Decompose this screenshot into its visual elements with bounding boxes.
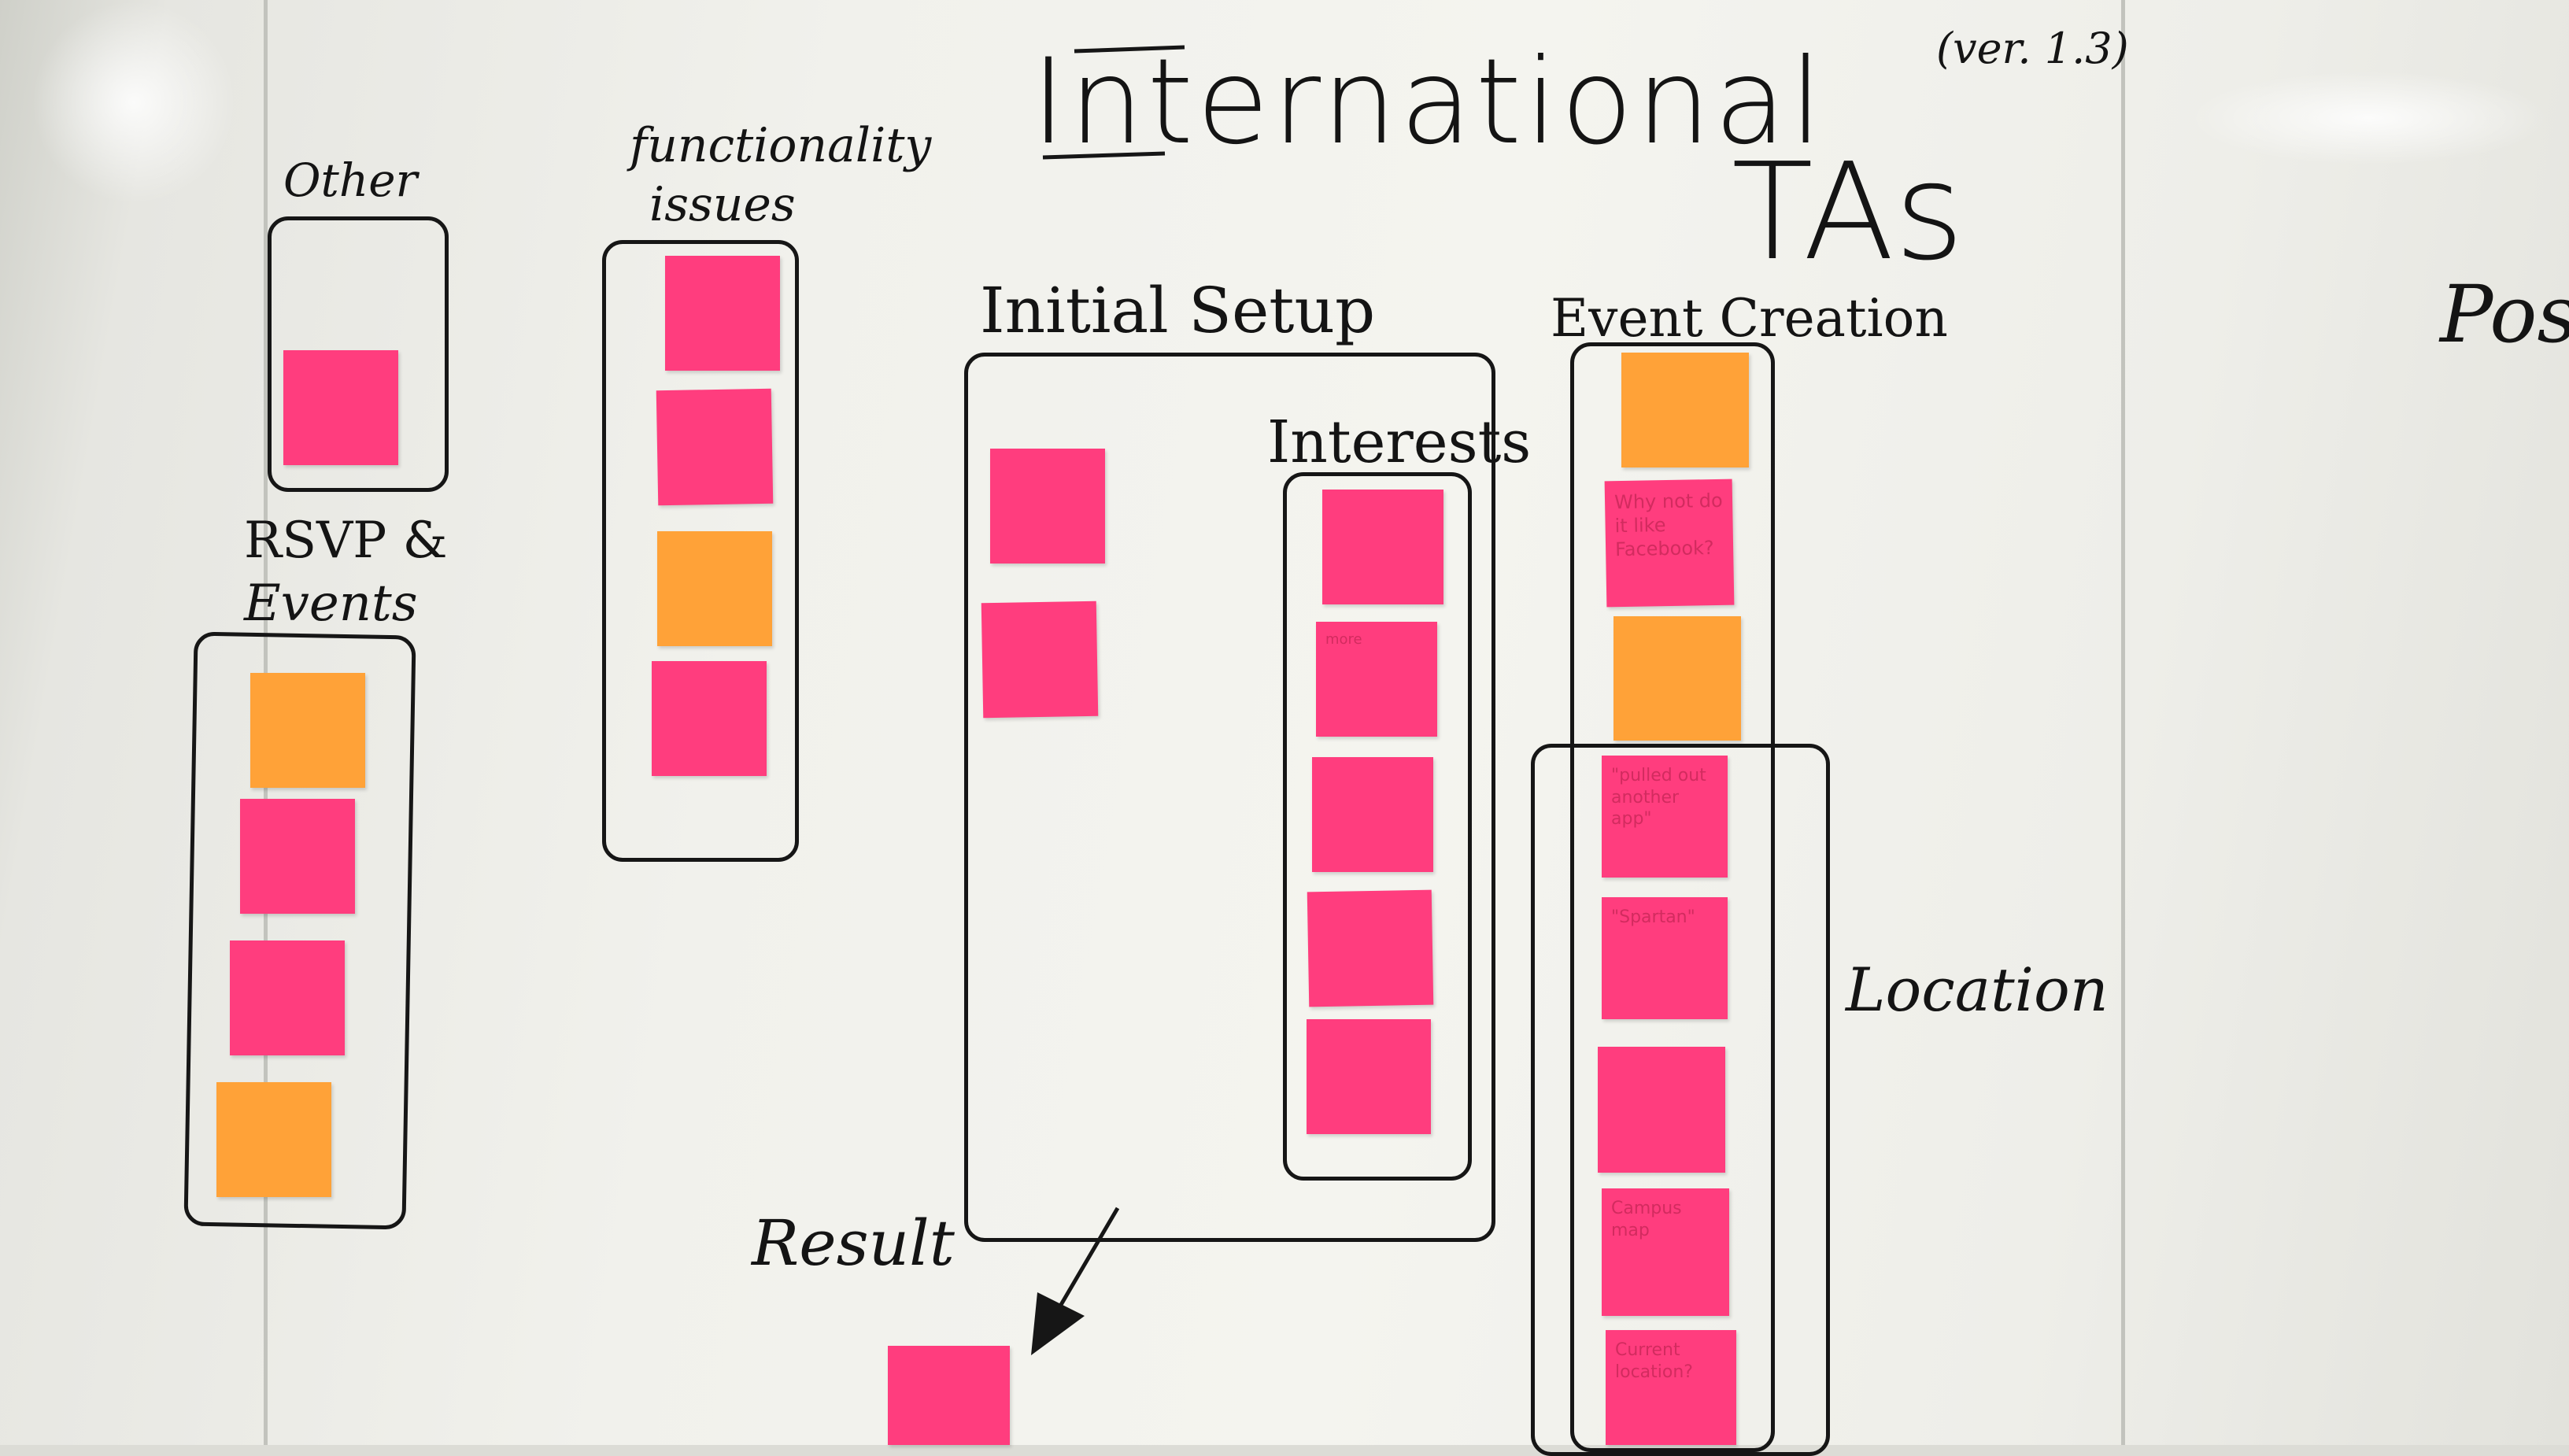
event-creation-label: Event Creation xyxy=(1551,288,1948,349)
result-arrow-shaft xyxy=(1048,1207,1120,1324)
light-glare xyxy=(2188,71,2550,165)
interests-group-box xyxy=(1283,472,1472,1181)
rsvp-note-3 xyxy=(230,940,345,1055)
functionality-group-box xyxy=(602,240,799,862)
interests-note-2: more xyxy=(1316,622,1437,737)
functionality-note-4 xyxy=(652,661,767,776)
rsvp-note-2 xyxy=(240,799,355,914)
interests-note-1 xyxy=(1322,490,1443,604)
interests-note-5 xyxy=(1307,1019,1431,1134)
location-note-4: Campus map xyxy=(1602,1188,1729,1316)
initial-setup-note-2 xyxy=(981,601,1099,719)
location-label: Location xyxy=(1846,955,2109,1025)
location-note-2: "Spartan" xyxy=(1602,897,1728,1019)
board-subtitle: TAs xyxy=(1732,135,1965,290)
events-label: Events xyxy=(244,575,418,633)
issues-label: issues xyxy=(649,177,796,232)
result-note-1 xyxy=(888,1346,1010,1445)
title-underline-top xyxy=(1074,45,1185,54)
title-underline-bottom xyxy=(1042,151,1166,160)
location-note-1: "pulled out another app" xyxy=(1602,756,1728,878)
rsvp-note-1 xyxy=(250,673,365,788)
result-arrow-head xyxy=(1031,1292,1085,1355)
other-note-1 xyxy=(283,350,398,465)
other-label: Other xyxy=(283,153,418,207)
event-creation-note-3 xyxy=(1613,616,1741,741)
location-note-5: Current location? xyxy=(1606,1330,1736,1445)
initial-setup-note-1 xyxy=(990,449,1105,564)
result-label: Result xyxy=(752,1207,955,1280)
rsvp-note-4 xyxy=(216,1082,331,1197)
rsvp-label: RSVP & xyxy=(244,512,448,570)
interests-note-4 xyxy=(1307,889,1434,1007)
light-glare xyxy=(31,0,236,205)
event-creation-note-2: Why not do it like Facebook? xyxy=(1604,479,1735,608)
interests-label: Interests xyxy=(1267,408,1532,476)
interests-note-3 xyxy=(1312,757,1433,872)
initial-setup-group-box xyxy=(964,353,1495,1242)
functionality-note-2 xyxy=(656,388,774,506)
version-label: (ver. 1.3) xyxy=(1936,24,2129,73)
functionality-label: functionality xyxy=(630,118,932,173)
board-seam-right xyxy=(2121,0,2125,1445)
functionality-note-3 xyxy=(657,531,772,646)
location-note-3 xyxy=(1598,1047,1725,1173)
board-title: International xyxy=(1031,34,1826,171)
event-creation-note-1 xyxy=(1621,353,1749,467)
edge-heading: Posit xyxy=(2440,268,2569,360)
initial-setup-label: Initial Setup xyxy=(980,274,1376,347)
functionality-note-1 xyxy=(665,256,780,371)
other-group-box xyxy=(268,216,449,492)
